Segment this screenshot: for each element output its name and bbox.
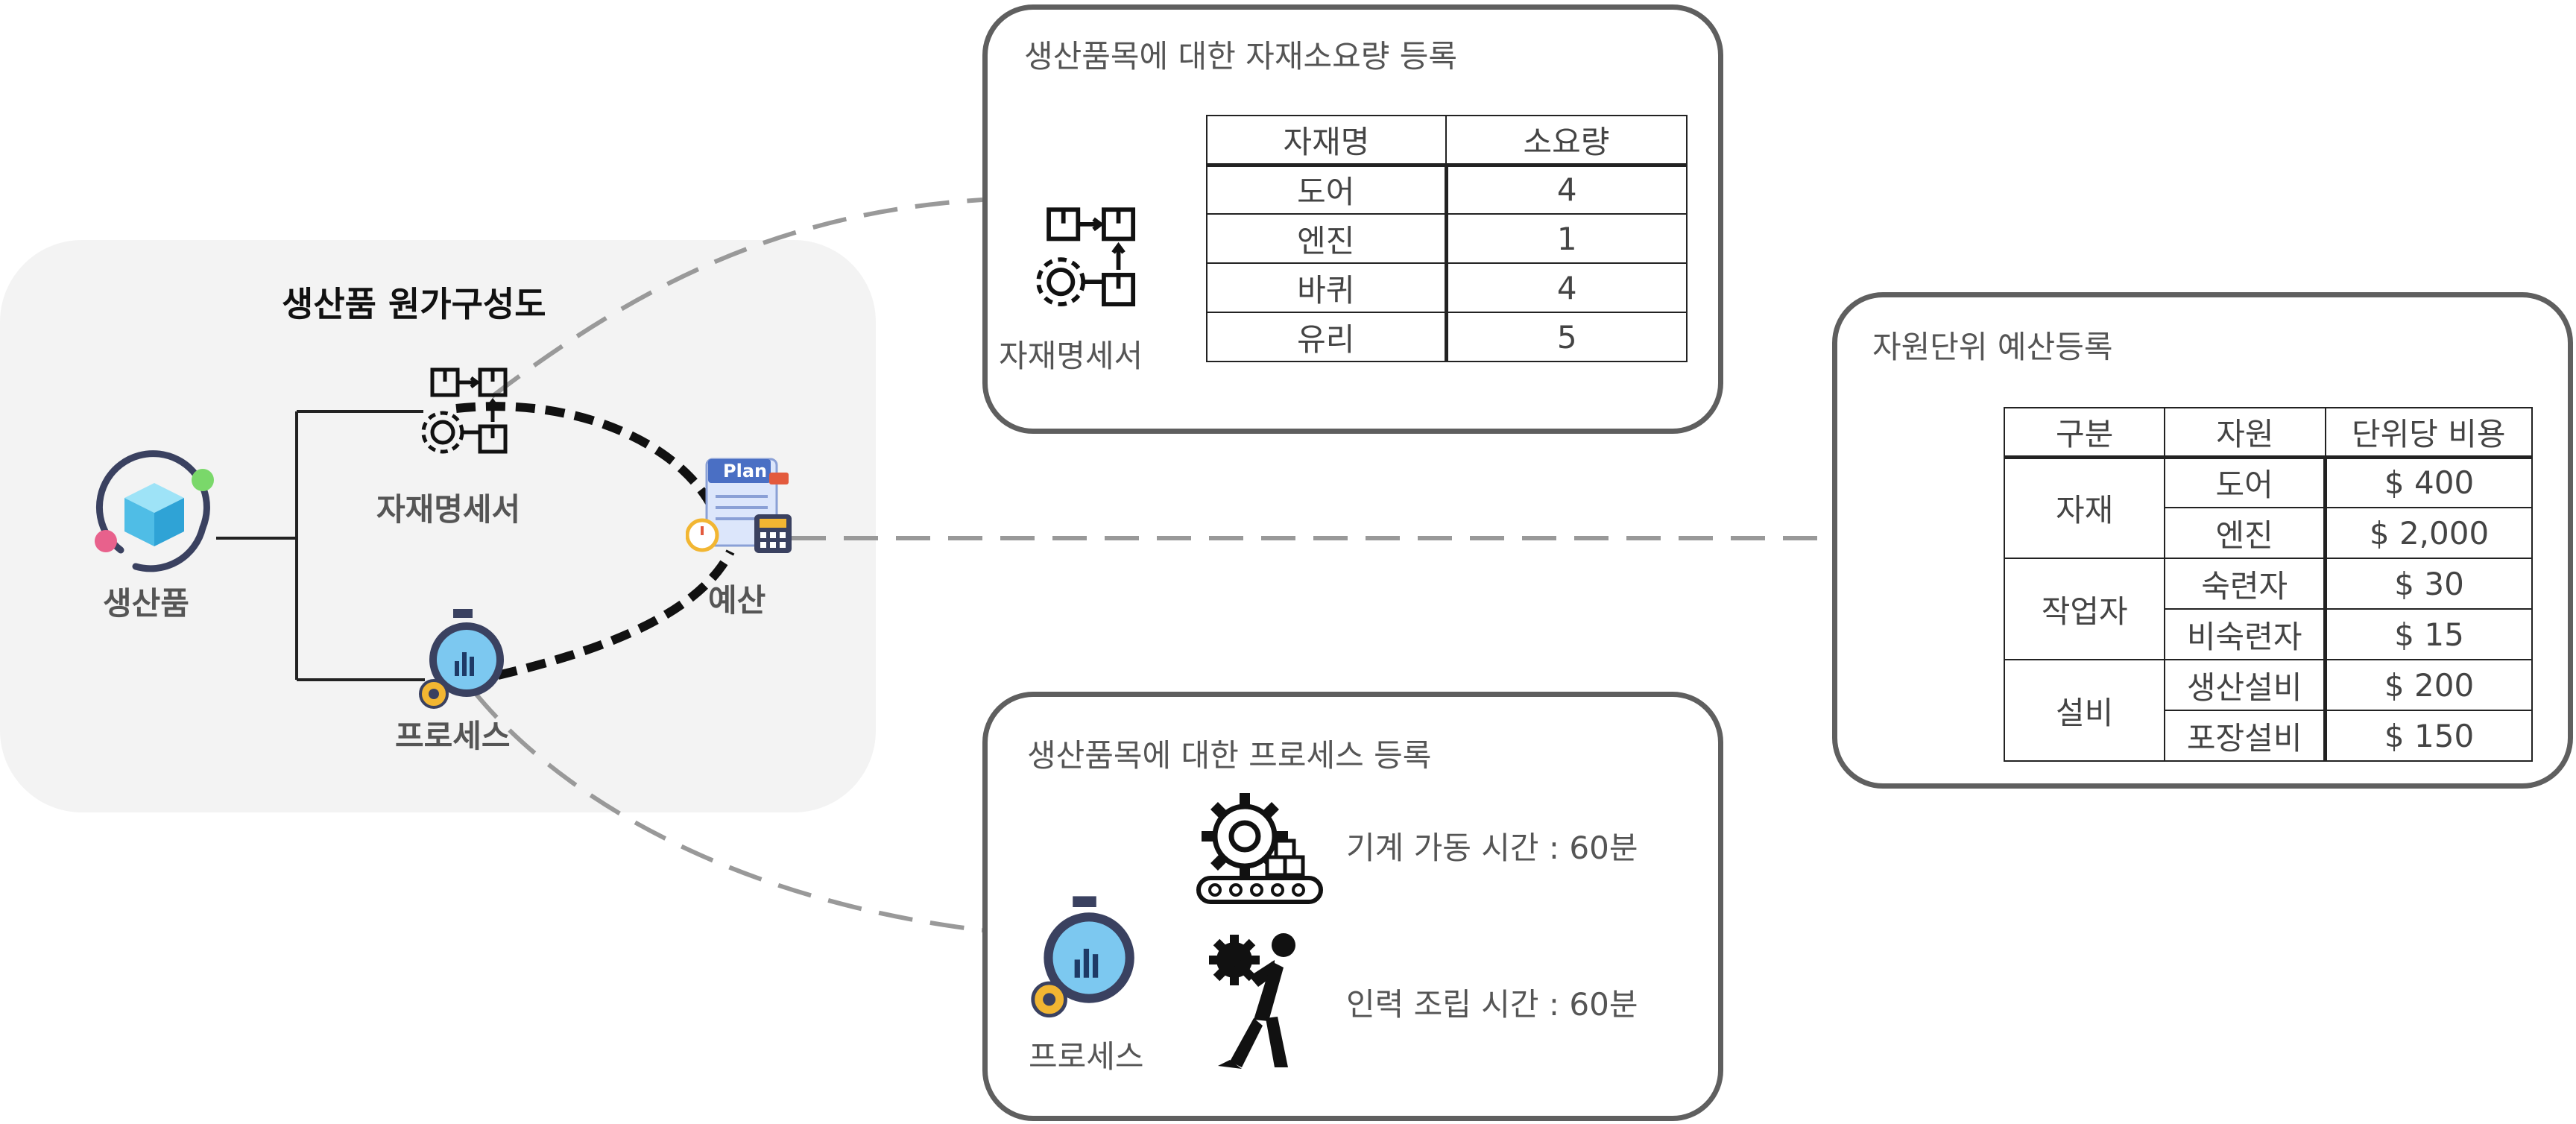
table-row: 엔진 1 (1206, 213, 1688, 264)
budget-cost: $ 2,000 (2324, 507, 2534, 559)
budget-resource: 도어 (2164, 456, 2328, 508)
product-cube-icon (95, 450, 214, 572)
flow-process-to-budget (496, 549, 735, 680)
table-row: 포장설비 $ 150 (2004, 710, 2534, 762)
process-label: 프로세스 (395, 718, 511, 754)
machine-time-text: 기계 가동 시간 : 60분 (1346, 830, 1638, 866)
material-name: 도어 (1206, 164, 1448, 215)
material-header-qty: 소요량 (1445, 115, 1688, 165)
material-qty: 4 (1445, 262, 1688, 313)
labor-time-text: 인력 조립 시간 : 60분 (1346, 986, 1638, 1023)
labor-worker-icon (1209, 933, 1295, 1069)
process-icon-label: 프로세스 (1029, 1038, 1144, 1075)
material-header-name: 자재명 (1206, 115, 1447, 165)
table-row: 자재 도어 $ 400 (2003, 456, 2534, 559)
table-row: 유리 5 (1206, 312, 1688, 362)
budget-header-category: 구분 (2003, 407, 2166, 458)
overview-title: 생산품 원가구성도 (282, 284, 546, 324)
budget-plan-icon (686, 458, 792, 553)
process-panel (982, 692, 1723, 1121)
material-name: 바퀴 (1206, 262, 1448, 313)
budget-cost: $ 200 (2324, 659, 2534, 711)
plan-badge: Plan (723, 461, 768, 482)
budget-cost: $ 15 (2324, 608, 2534, 660)
budget-resource: 생산설비 (2164, 659, 2328, 711)
budget-resource: 엔진 (2164, 507, 2328, 559)
budget-group-name: 설비 (2003, 659, 2166, 762)
budget-cost: $ 150 (2324, 710, 2534, 762)
bom-label: 자재명세서 (376, 491, 521, 528)
budget-resource: 비숙련자 (2164, 608, 2328, 660)
budget-table: 구분 자원 단위당 비용 자재 도어 $ 400 엔진 $ 2,000 작업자 … (2003, 407, 2534, 762)
material-qty: 1 (1445, 213, 1688, 264)
material-icon-label: 자재명세서 (999, 338, 1143, 374)
material-qty: 5 (1445, 312, 1688, 362)
table-row: 설비 생산설비 $ 200 (2003, 659, 2534, 762)
material-name: 엔진 (1206, 213, 1448, 264)
table-row: 작업자 숙련자 $ 30 (2003, 558, 2534, 660)
budget-header-unit-cost: 단위당 비용 (2324, 407, 2534, 458)
budget-resource: 포장설비 (2164, 710, 2328, 762)
budget-panel-title: 자원단위 예산등록 (1872, 329, 2113, 365)
table-row: 비숙련자 $ 15 (2004, 608, 2534, 660)
machine-gear-icon (1196, 793, 1323, 904)
material-bom-icon (1036, 207, 1136, 307)
budget-cost: $ 30 (2324, 558, 2534, 610)
table-row: 도어 4 (1206, 164, 1688, 215)
material-table: 자재명 소요량 도어 4 엔진 1 바퀴 4 유리 5 (1206, 115, 1688, 362)
budget-header-resource: 자원 (2164, 407, 2326, 458)
table-row: 바퀴 4 (1206, 262, 1688, 313)
bom-icon (421, 367, 508, 454)
table-row: 엔진 $ 2,000 (2004, 507, 2534, 559)
budget-resource: 숙련자 (2164, 558, 2328, 610)
material-qty: 4 (1445, 164, 1688, 215)
budget-label: 예산 (708, 582, 766, 619)
connector-to-process-panel (472, 690, 983, 932)
budget-group-name: 작업자 (2003, 558, 2166, 660)
material-name: 유리 (1206, 312, 1448, 362)
budget-group-name: 자재 (2003, 456, 2166, 559)
budget-cost: $ 400 (2324, 456, 2534, 508)
process-panel-title: 생산품목에 대한 프로세스 등록 (1027, 737, 1432, 774)
connector-to-material-panel (490, 198, 983, 399)
product-label: 생산품 (103, 585, 189, 622)
process-stopwatch-icon (419, 609, 504, 709)
process-panel-stopwatch-icon (1031, 896, 1134, 1018)
material-panel-title: 생산품목에 대한 자재소요량 등록 (1024, 38, 1458, 75)
